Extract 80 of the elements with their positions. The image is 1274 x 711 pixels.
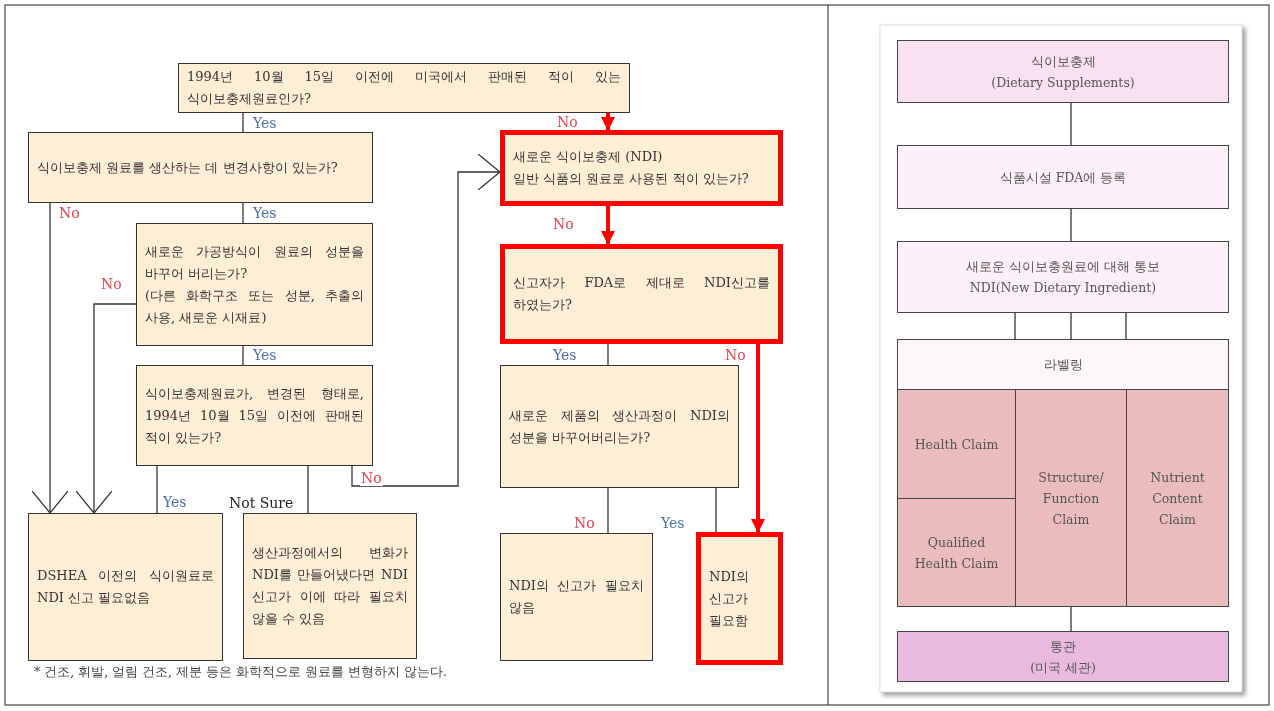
edge-label: Yes xyxy=(252,205,278,221)
decision-box xyxy=(136,223,373,346)
connector-line xyxy=(607,487,609,534)
decision-box xyxy=(28,132,373,203)
footnote: * 건조, 휘발, 얼림 건조, 제분 등은 화학적으로 원료를 변형하지 않는다. xyxy=(34,664,447,681)
connector-line xyxy=(607,343,609,366)
process-box xyxy=(897,631,1229,682)
arrow xyxy=(31,202,69,514)
edge-label: No xyxy=(556,114,579,130)
label-text: Structure/ Function Claim xyxy=(1037,468,1105,529)
label-text: Nutrient Content Claim xyxy=(1149,468,1206,529)
edge-label: No xyxy=(573,515,596,531)
result-text: NDI의 신고가 필요함 xyxy=(709,567,750,630)
connector-line xyxy=(242,112,244,133)
connector-line xyxy=(307,465,309,514)
process-box xyxy=(897,241,1229,313)
category-box xyxy=(897,40,1229,103)
connector-line xyxy=(1070,312,1072,340)
arrow xyxy=(351,153,501,487)
process-text: 새로운 식이보충원료에 대해 통보 xyxy=(965,258,1161,276)
label-text: Qualified Health Claim xyxy=(913,533,1000,573)
result-text: DSHEA 이전의 식이원료로 NDI 신고 필요없음 xyxy=(37,567,214,607)
result-text: 생산과정에서의 변화가 NDI를 만들어냈다면 NDI 신고가 이에 따라 필요치 않을 수 있음 xyxy=(252,544,408,628)
question-text: 식이보충제 원료를 생산하는 데 변경사항이 있는가? xyxy=(37,158,339,177)
connector-line xyxy=(242,202,244,224)
arrow xyxy=(751,344,765,533)
claim-box xyxy=(897,498,1016,607)
subtitle-text: (Dietary Supplements) xyxy=(990,73,1136,92)
connector-line xyxy=(1014,312,1016,340)
edge-label: No xyxy=(724,347,747,363)
decision-box xyxy=(500,365,739,488)
edge-label: Not Sure xyxy=(228,495,295,511)
decision-box xyxy=(178,63,630,113)
label-text: 라벨링 xyxy=(1042,356,1084,374)
connector-line xyxy=(156,465,158,514)
connector-line xyxy=(1070,208,1072,242)
question-text: 일반 식품의 원료로 사용된 적이 있는가? xyxy=(513,170,750,188)
question-text: 새로운 가공방식이 원료의 성분을 바꾸어 버리는가? xyxy=(145,242,364,283)
edge-label: No xyxy=(552,216,575,232)
arrow xyxy=(75,303,137,514)
claim-box xyxy=(1015,389,1127,607)
edge-label: No xyxy=(58,205,81,221)
question-text: 새로운 제품의 생산과정이 NDI의 성분을 바꾸어버리는가? xyxy=(509,406,730,447)
claim-box xyxy=(897,389,1016,499)
question-text: 1994년 10월 15일 이전에 미국에서 판매된 적이 있는 식이보충제원료인가? xyxy=(187,68,621,108)
result-box xyxy=(696,532,783,665)
edge-label: No xyxy=(100,276,123,292)
result-box xyxy=(28,513,223,661)
decision-box xyxy=(136,365,373,466)
connector-line xyxy=(242,345,244,366)
connector-line xyxy=(1125,312,1127,340)
question-text: 식이보충제원료가, 변경된 형태로, 1994년 10월 15일 이전에 판매된 적이 있는가? xyxy=(145,384,364,447)
heading-text: 식이보충제 xyxy=(1029,52,1097,71)
process-box xyxy=(897,145,1229,209)
edge-label: Yes xyxy=(252,115,278,131)
process-box xyxy=(897,339,1229,390)
result-box xyxy=(243,513,417,659)
edge-label: Yes xyxy=(162,494,188,510)
arrow xyxy=(601,206,615,245)
decision-box xyxy=(500,244,783,344)
edge-label: Yes xyxy=(552,347,578,363)
result-text: NDI의 신고가 필요치 않음 xyxy=(509,577,644,617)
question-text: 신고자가 FDA로 제대로 NDI신고를 하였는가? xyxy=(513,274,770,314)
subtitle-text: (미국 세관) xyxy=(1029,658,1097,677)
edge-label: Yes xyxy=(660,515,686,531)
note-text: (다른 화학구조 또는 성분, 추출의 사용, 새로운 시재료) xyxy=(145,286,364,327)
result-box xyxy=(500,533,653,661)
edge-label: No xyxy=(360,470,383,486)
connector-line xyxy=(1070,606,1072,632)
arrow xyxy=(601,113,615,131)
decision-box xyxy=(500,130,783,206)
label-text: 식품시설 FDA에 등록 xyxy=(998,168,1128,187)
label-text: Health Claim xyxy=(913,435,1000,454)
connector-line xyxy=(1070,102,1072,146)
claim-box xyxy=(1126,389,1229,607)
subtitle-text: NDI(New Dietary Ingredient) xyxy=(968,279,1158,297)
heading-text: 통관 xyxy=(1049,637,1077,656)
heading-text: 새로운 식이보충제 (NDI) xyxy=(513,148,664,166)
edge-label: Yes xyxy=(252,347,278,363)
connector-line xyxy=(715,487,717,533)
